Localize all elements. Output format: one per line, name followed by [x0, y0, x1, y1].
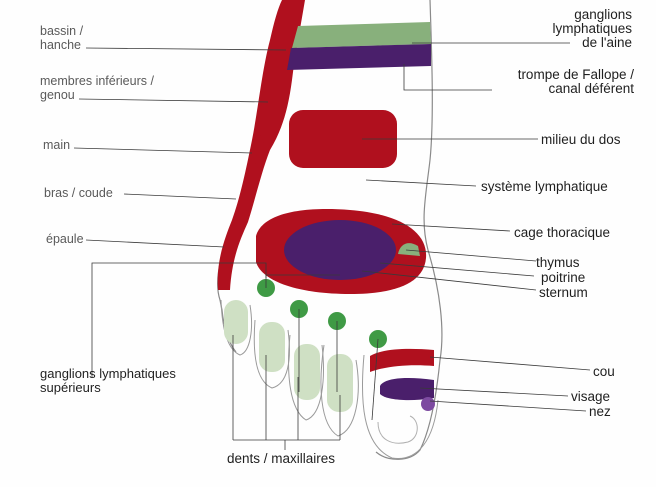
label-cou: cou [593, 364, 615, 379]
hand-zone-bump [253, 132, 265, 168]
label-bassin-hanche: bassin / hanche [40, 24, 84, 52]
big-toe-nail [377, 415, 418, 444]
face-zone [380, 378, 434, 401]
toe-1-outline [220, 299, 253, 356]
label-ganglions-lymphatiques-superieurs: ganglions lymphatiques supérieurs [40, 366, 176, 395]
label-bras-coude: bras / coude [44, 186, 113, 200]
label-trompe-canal: trompe de Fallope / canal déférent [517, 67, 634, 96]
left-leader-lines [73, 47, 340, 378]
tooth-pad-3 [294, 344, 320, 400]
label-main: main [43, 138, 71, 152]
tooth-pad-1 [224, 300, 248, 344]
label-ganglions-aine: ganglions lymphatiques de l'aine [552, 7, 632, 50]
label-nez: nez [589, 404, 611, 419]
inguinal-lymph-band [292, 22, 431, 48]
label-sternum: sternum [539, 285, 588, 300]
label-milieu-du-dos: milieu du dos [541, 132, 621, 147]
mid-back-zone [289, 110, 397, 168]
tooth-pad-4 [327, 354, 353, 412]
label-dents-maxillaires: dents / maxillaires [227, 451, 336, 466]
fallopian-tube-band [287, 44, 431, 70]
label-thymus: thymus [536, 255, 580, 270]
tooth-pad-2 [259, 322, 285, 372]
label-epaule: épaule [46, 232, 84, 246]
toe-3-outline [288, 334, 324, 421]
label-visage: visage [571, 389, 611, 404]
teeth-leader-lines [232, 309, 379, 450]
right-leader-lines [361, 42, 591, 412]
label-cage-thoracique: cage thoracique [514, 225, 611, 240]
label-systeme-lymphatique: système lymphatique [481, 179, 608, 194]
toe-2-outline [253, 319, 290, 389]
toe-4-outline [320, 344, 359, 437]
nose-zone [421, 397, 435, 411]
neck-zone [370, 348, 434, 372]
label-poitrine: poitrine [541, 270, 586, 285]
chest-zone [284, 220, 396, 280]
label-membres-inferieurs-genou: membres inférieurs / genou [40, 74, 154, 102]
big-toe-outline [361, 354, 439, 459]
thymus-zone [398, 243, 420, 256]
